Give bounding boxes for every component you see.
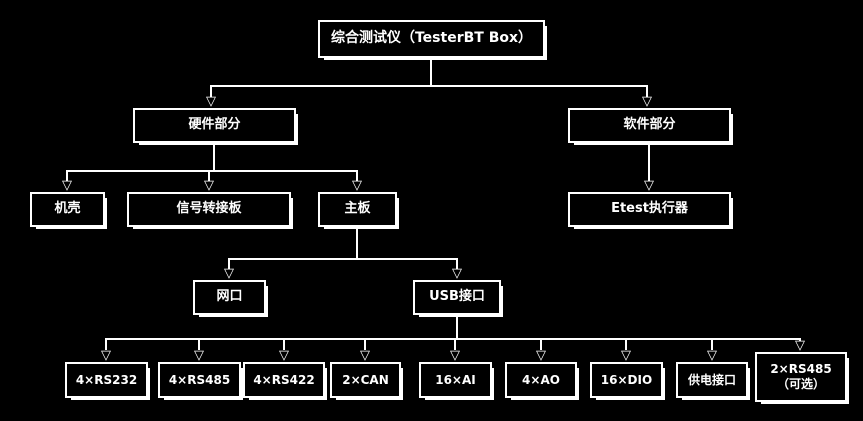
arrow-down-icon: ▽ — [452, 266, 462, 281]
node-usb-port: USB接口 — [413, 280, 501, 315]
node-hardware: 硬件部分 — [133, 108, 296, 143]
connector-line — [198, 338, 200, 350]
node-chassis: 机壳 — [30, 192, 105, 227]
node-usb-port-label: USB接口 — [429, 289, 485, 305]
node-rs485: 4×RS485 — [158, 362, 241, 398]
arrow-down-icon: ▽ — [62, 178, 72, 193]
node-rs485-optional-label: 2×RS485 — [770, 362, 832, 376]
arrow-down-icon: ▽ — [642, 94, 652, 109]
connector-line — [208, 170, 210, 181]
connector-line — [105, 338, 801, 340]
node-rs485-optional-label-line2: （可选） — [776, 377, 825, 391]
node-rs485-optional: 2×RS485 （可选） — [755, 352, 847, 402]
connector-line — [364, 338, 366, 350]
node-rs422: 4×RS422 — [243, 362, 325, 398]
node-software-label: 软件部分 — [623, 117, 676, 133]
connector-line — [210, 85, 212, 97]
node-can: 2×CAN — [330, 362, 401, 398]
node-can-label: 2×CAN — [342, 372, 389, 387]
node-ai: 16×AI — [419, 362, 492, 398]
arrow-down-icon: ▽ — [360, 348, 370, 363]
node-hardware-label: 硬件部分 — [188, 117, 241, 133]
arrow-down-icon: ▽ — [352, 178, 362, 193]
node-mainboard-label: 主板 — [344, 201, 371, 217]
node-rs232-label: 4×RS232 — [75, 372, 138, 387]
connector-line — [456, 315, 458, 338]
connector-line — [66, 170, 358, 172]
arrow-down-icon: ▽ — [621, 348, 631, 363]
arrow-down-icon: ▽ — [224, 266, 234, 281]
arrow-down-icon: ▽ — [194, 348, 204, 363]
arrow-down-icon: ▽ — [707, 348, 717, 363]
node-network-port: 网口 — [193, 280, 266, 315]
node-rs232: 4×RS232 — [65, 362, 148, 398]
connector-line — [356, 227, 358, 258]
connector-line — [210, 85, 648, 87]
node-network-port-label: 网口 — [216, 289, 243, 305]
arrow-down-icon: ▽ — [204, 178, 214, 193]
arrow-down-icon: ▽ — [644, 178, 654, 193]
connector-line — [105, 338, 107, 350]
arrow-down-icon: ▽ — [279, 348, 289, 363]
connector-line — [540, 338, 542, 350]
connector-line — [648, 143, 650, 181]
node-signal-adapter-board: 信号转接板 — [127, 192, 291, 227]
node-root: 综合测试仪（TesterBT Box） — [318, 20, 545, 58]
node-root-label: 综合测试仪（TesterBT Box） — [330, 30, 533, 47]
connector-line — [213, 143, 215, 170]
connector-line — [356, 170, 358, 181]
node-rs422-label: 4×RS422 — [253, 372, 315, 387]
node-power-port: 供电接口 — [676, 362, 748, 398]
node-power-port-label: 供电接口 — [687, 372, 736, 387]
connector-line — [228, 258, 230, 269]
connector-line — [711, 338, 713, 350]
connector-line — [454, 338, 456, 350]
node-rs485-label: 4×RS485 — [168, 372, 231, 387]
node-mainboard: 主板 — [318, 192, 397, 227]
node-chassis-label: 机壳 — [54, 201, 81, 217]
node-ao: 4×AO — [505, 362, 577, 398]
arrow-down-icon: ▽ — [450, 348, 460, 363]
connector-line — [228, 258, 458, 260]
connector-line — [625, 338, 627, 350]
arrow-down-icon: ▽ — [536, 348, 546, 363]
connector-line — [799, 338, 801, 341]
connector-line — [456, 258, 458, 269]
connector-line — [283, 338, 285, 350]
arrow-down-icon: ▽ — [795, 338, 805, 353]
connector-line — [430, 58, 432, 85]
connector-line — [646, 85, 648, 97]
node-ao-label: 4×AO — [522, 372, 560, 387]
node-dio-label: 16×DIO — [600, 372, 653, 387]
arrow-down-icon: ▽ — [101, 348, 111, 363]
node-ai-label: 16×AI — [435, 372, 476, 387]
node-software: 软件部分 — [568, 108, 731, 143]
node-etest-executor: Etest执行器 — [568, 192, 731, 227]
arrow-down-icon: ▽ — [206, 94, 216, 109]
node-etest-executor-label: Etest执行器 — [611, 201, 688, 217]
node-dio: 16×DIO — [590, 362, 663, 398]
connector-line — [66, 170, 68, 181]
node-signal-adapter-board-label: 信号转接板 — [176, 201, 242, 217]
